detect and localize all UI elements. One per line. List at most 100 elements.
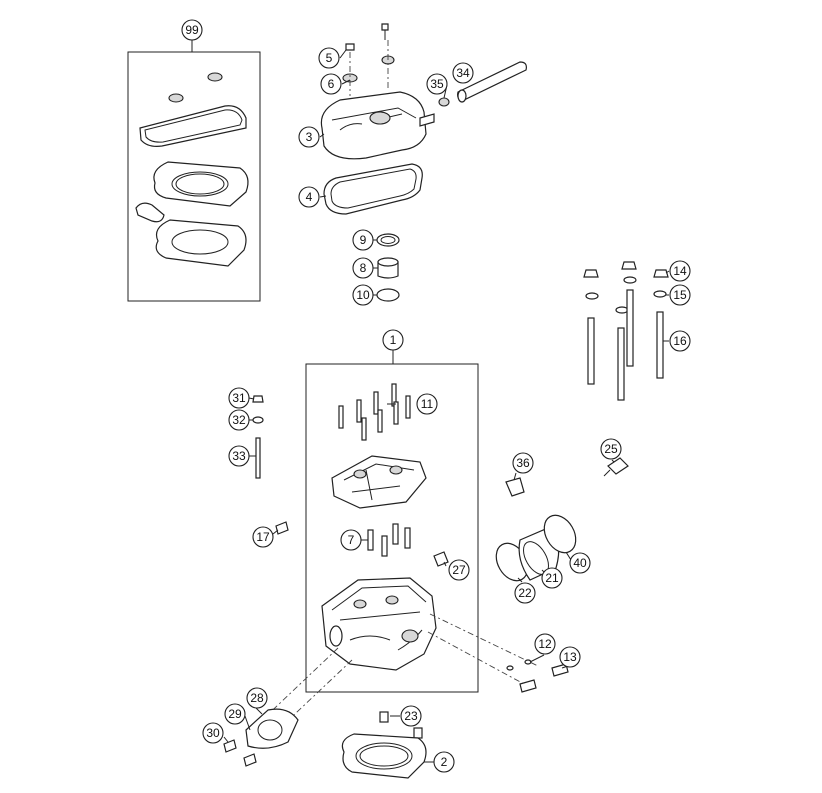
head-port-3 xyxy=(401,629,419,643)
head-gasket-2 xyxy=(341,733,427,779)
callout-8-label: 8 xyxy=(360,261,367,275)
carrier-boss-1 xyxy=(353,469,367,479)
callout-21[interactable]: 21 xyxy=(541,567,563,589)
leader-31 xyxy=(248,397,255,400)
callout-10[interactable]: 10 xyxy=(352,284,374,306)
callout-32[interactable]: 32 xyxy=(228,409,250,431)
callout-6-label: 6 xyxy=(328,77,335,91)
valve-cover-group xyxy=(320,23,435,215)
leader-40 xyxy=(565,551,572,561)
callout-14[interactable]: 14 xyxy=(669,260,691,282)
callout-33[interactable]: 33 xyxy=(228,445,250,467)
head-gasket-group xyxy=(341,711,427,779)
callout-3[interactable]: 3 xyxy=(298,126,320,148)
callout-29-label: 29 xyxy=(228,707,242,721)
dash-line-13 xyxy=(429,613,539,667)
hose-clamp xyxy=(438,97,450,107)
cylinder-head-body xyxy=(321,577,437,671)
valve-cover-gasket-inner xyxy=(330,168,417,209)
stud-group xyxy=(583,261,669,401)
valve-guide-4 xyxy=(404,527,411,549)
bolt-11-3 xyxy=(373,391,379,415)
stud-a xyxy=(587,317,595,385)
fitting-36 xyxy=(505,477,525,497)
callout-12[interactable]: 12 xyxy=(534,633,556,655)
breather-group xyxy=(438,61,527,107)
callout-31[interactable]: 31 xyxy=(228,387,250,409)
callout-17-label: 17 xyxy=(256,530,270,544)
screw-13a xyxy=(519,679,537,693)
callout-9[interactable]: 9 xyxy=(352,229,374,251)
camshaft-carrier xyxy=(331,455,427,509)
callout-29[interactable]: 29 xyxy=(224,703,246,725)
plug-27 xyxy=(433,551,449,567)
sensor-25 xyxy=(607,457,629,475)
oring-10 xyxy=(376,288,400,302)
seal-group xyxy=(376,233,400,302)
callout-23[interactable]: 23 xyxy=(400,705,422,727)
callout-15[interactable]: 15 xyxy=(669,284,691,306)
callout-99[interactable]: 99 xyxy=(181,19,203,41)
callout-34[interactable]: 34 xyxy=(452,62,474,84)
leader-5 xyxy=(339,49,347,59)
callout-1[interactable]: 1 xyxy=(382,329,404,351)
callout-25[interactable]: 25 xyxy=(600,438,622,460)
bolt-11-6 xyxy=(361,417,367,441)
washer-32 xyxy=(252,416,264,424)
callout-22[interactable]: 22 xyxy=(514,582,536,604)
carrier-boss-2 xyxy=(389,465,403,475)
callout-7-label: 7 xyxy=(348,533,355,547)
cylinder-head-group xyxy=(305,350,479,693)
callout-31-label: 31 xyxy=(232,391,246,405)
valve-guide-2 xyxy=(381,535,388,557)
stud-b xyxy=(626,289,634,367)
callout-22-label: 22 xyxy=(518,586,532,600)
callout-6[interactable]: 6 xyxy=(320,73,342,95)
flange-28-bore xyxy=(257,719,283,741)
seal-ring-9 xyxy=(376,233,400,247)
fitting-17 xyxy=(275,521,289,535)
leader-6 xyxy=(341,79,351,85)
callout-8[interactable]: 8 xyxy=(352,257,374,279)
cylinder-head-details xyxy=(331,585,427,651)
breather-hose-end xyxy=(457,89,467,103)
kit-head-gasket-upper xyxy=(153,161,249,207)
callout-2[interactable]: 2 xyxy=(433,751,455,773)
callout-11[interactable]: 11 xyxy=(416,393,438,415)
kit-base-gasket-bore xyxy=(171,229,229,255)
callout-1-label: 1 xyxy=(390,333,397,347)
leader-17 xyxy=(272,529,279,535)
valve-cover-boss xyxy=(369,111,391,125)
callout-36-label: 36 xyxy=(516,456,530,470)
screws-12-13 xyxy=(506,659,569,693)
dowel-23b xyxy=(413,727,423,739)
callout-40[interactable]: 40 xyxy=(569,552,591,574)
callout-14-label: 14 xyxy=(673,264,687,278)
callout-13[interactable]: 13 xyxy=(559,646,581,668)
gasket-kit-group xyxy=(127,40,261,302)
bolt-5 xyxy=(345,43,355,51)
callout-28[interactable]: 28 xyxy=(246,687,268,709)
kit-valve-cover-gasket xyxy=(139,105,247,147)
callout-5[interactable]: 5 xyxy=(318,47,340,69)
stud-16 xyxy=(656,311,664,379)
callout-35[interactable]: 35 xyxy=(426,73,448,95)
callout-5-label: 5 xyxy=(326,51,333,65)
callout-30-label: 30 xyxy=(206,726,220,740)
callout-12-label: 12 xyxy=(538,637,552,651)
callout-7[interactable]: 7 xyxy=(340,529,362,551)
callout-3-label: 3 xyxy=(306,130,313,144)
callout-17[interactable]: 17 xyxy=(252,526,274,548)
leader-4 xyxy=(319,195,327,198)
callout-4[interactable]: 4 xyxy=(298,186,320,208)
stud-c xyxy=(617,327,625,401)
callout-16[interactable]: 16 xyxy=(669,330,691,352)
callout-27[interactable]: 27 xyxy=(448,559,470,581)
callout-30[interactable]: 30 xyxy=(202,722,224,744)
breather-nipple xyxy=(419,113,435,127)
head-gasket-2-bore-inner xyxy=(359,745,409,767)
callout-36[interactable]: 36 xyxy=(512,452,534,474)
kit-head-gasket-upper-bore-inner xyxy=(175,173,225,195)
